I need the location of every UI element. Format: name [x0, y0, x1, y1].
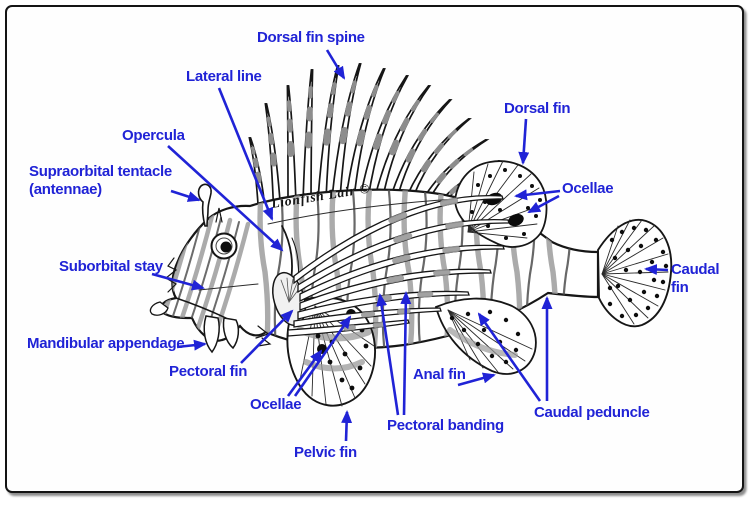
- label-caudal-peduncle: Caudal peduncle: [534, 404, 650, 421]
- label-caudal-fin-line1: Caudal: [671, 261, 720, 278]
- label-opercula: Opercula: [122, 127, 185, 144]
- label-pectoral-fin: Pectoral fin: [169, 363, 248, 380]
- label-supraorbital-tentacle: Supraorbital tentacle (antennae): [29, 163, 172, 199]
- label-ocellae-dorsal: Ocellae: [562, 180, 614, 197]
- label-suborbital-stay: Suborbital stay: [59, 258, 163, 275]
- label-caudal-fin: Caudal fin: [671, 261, 720, 297]
- label-lateral-line: Lateral line: [186, 68, 262, 85]
- label-dorsal-fin-spine: Dorsal fin spine: [257, 29, 365, 46]
- label-dorsal-fin: Dorsal fin: [504, 100, 571, 117]
- label-mandibular-appendage: Mandibular appendage: [27, 335, 185, 352]
- label-arrows: [151, 49, 669, 442]
- label-anal-fin: Anal fin: [413, 366, 466, 383]
- label-pelvic-fin: Pelvic fin: [294, 444, 357, 461]
- label-supraorbital-line2: (antennae): [29, 181, 102, 198]
- lionfish-illustration: [149, 63, 673, 407]
- label-ocellae-pelvic: Ocellae: [250, 396, 302, 413]
- label-caudal-fin-line2: fin: [671, 279, 689, 296]
- label-supraorbital-line1: Supraorbital tentacle: [29, 163, 172, 180]
- label-pectoral-banding: Pectoral banding: [387, 417, 504, 434]
